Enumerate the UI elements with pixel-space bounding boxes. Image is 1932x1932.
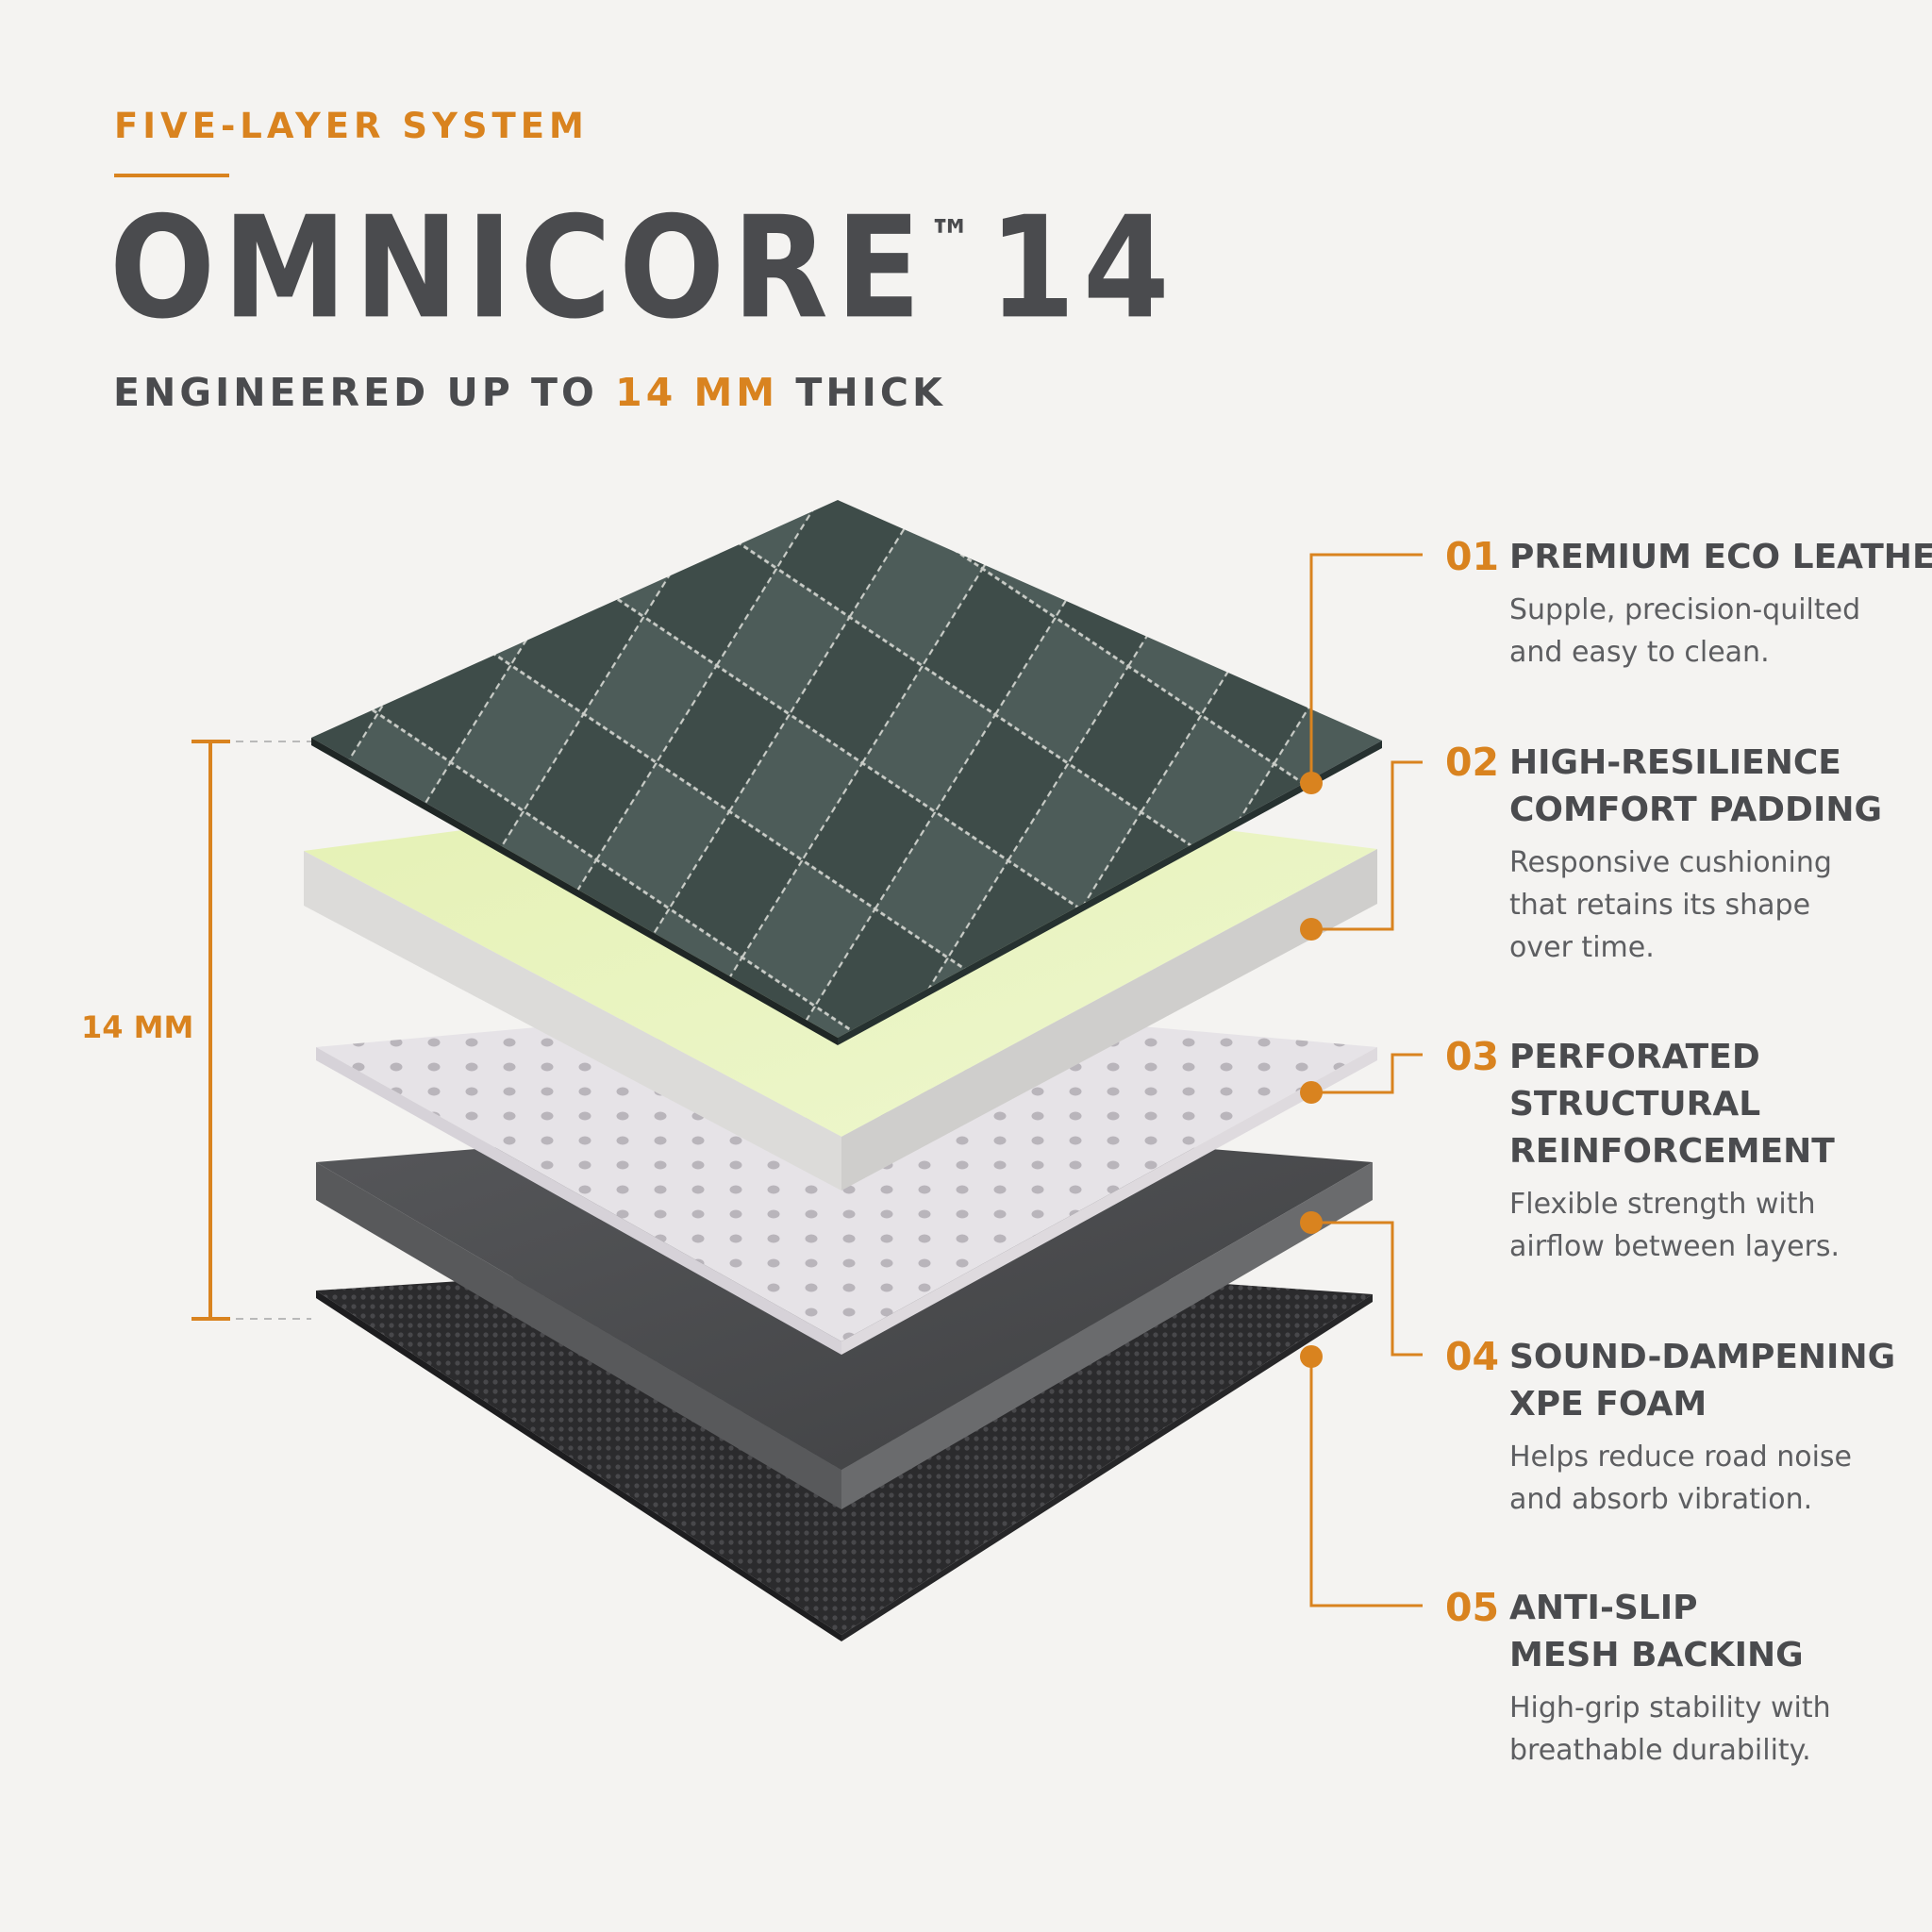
title-number: 14 [989, 186, 1177, 351]
layer-04-number: 04 [1445, 1334, 1500, 1379]
eco-leather-layer [311, 500, 1382, 1045]
subtitle-suffix: THICK [795, 370, 946, 415]
layer-04-title-line: XPE FOAM [1509, 1385, 1707, 1424]
layer-03-title-line: REINFORCEMENT [1509, 1132, 1835, 1171]
layer-05-desc-line: breathable durability. [1509, 1734, 1811, 1767]
thickness-label: 14 MM [81, 1009, 194, 1045]
layer-01-title-line: PREMIUM ECO LEATHER [1509, 538, 1932, 576]
layer-04-desc-line: and absorb vibration. [1509, 1483, 1813, 1516]
layer-05-title-line: MESH BACKING [1509, 1636, 1804, 1674]
layer-03-title-line: PERFORATED [1509, 1038, 1760, 1076]
title-text: OMNICORE [109, 186, 929, 351]
eyebrow-divider [114, 174, 229, 177]
layer-02-number: 02 [1445, 740, 1500, 785]
layer-01-desc-line: and easy to clean. [1509, 636, 1770, 669]
leader-lines [1309, 553, 1423, 1607]
layer-02-desc-line: Responsive cushioning [1509, 846, 1832, 879]
layer-02-callout: HIGH-RESILIENCE COMFORT PADDING Responsi… [1509, 740, 1882, 969]
layer-01-number: 01 [1445, 534, 1500, 579]
layer-02-title-line: COMFORT PADDING [1509, 791, 1883, 829]
layer-03-title-line: STRUCTURAL [1509, 1085, 1761, 1124]
leader-dots [1300, 772, 1323, 1368]
layer-01-callout: PREMIUM ECO LEATHER Supple, precision-qu… [1509, 534, 1932, 674]
eyebrow-label: FIVE-LAYER SYSTEM [114, 106, 589, 146]
layer-02-title-line: HIGH-RESILIENCE [1509, 743, 1841, 782]
layer-02-desc-line: over time. [1509, 931, 1655, 964]
layer-03-callout: PERFORATED STRUCTURAL REINFORCEMENT Flex… [1509, 1034, 1840, 1268]
trademark-symbol: ™ [928, 208, 974, 267]
layer-05-title-line: ANTI-SLIP [1509, 1589, 1698, 1627]
subtitle-prefix: ENGINEERED UP TO [113, 370, 598, 415]
layer-05-callout: ANTI-SLIP MESH BACKING High-grip stabili… [1509, 1585, 1831, 1772]
subtitle: ENGINEERED UP TO 14 MM THICK [113, 370, 946, 415]
layer-04-desc-line: Helps reduce road noise [1509, 1441, 1853, 1474]
layer-02-desc-line: that retains its shape [1509, 889, 1811, 922]
layer-04-title-line: SOUND-DAMPENING [1509, 1338, 1896, 1376]
layer-03-number: 03 [1445, 1034, 1500, 1079]
layer-05-number: 05 [1445, 1585, 1500, 1630]
layer-03-desc-line: airflow between layers. [1509, 1230, 1840, 1263]
layer-04-callout: SOUND-DAMPENING XPE FOAM Helps reduce ro… [1509, 1334, 1895, 1521]
layer-03-desc-line: Flexible strength with [1509, 1188, 1816, 1221]
layer-05-desc-line: High-grip stability with [1509, 1691, 1831, 1724]
subtitle-highlight: 14 MM [615, 370, 779, 415]
layer-01-desc-line: Supple, precision-quilted [1509, 593, 1861, 626]
thickness-bracket [192, 740, 311, 1321]
